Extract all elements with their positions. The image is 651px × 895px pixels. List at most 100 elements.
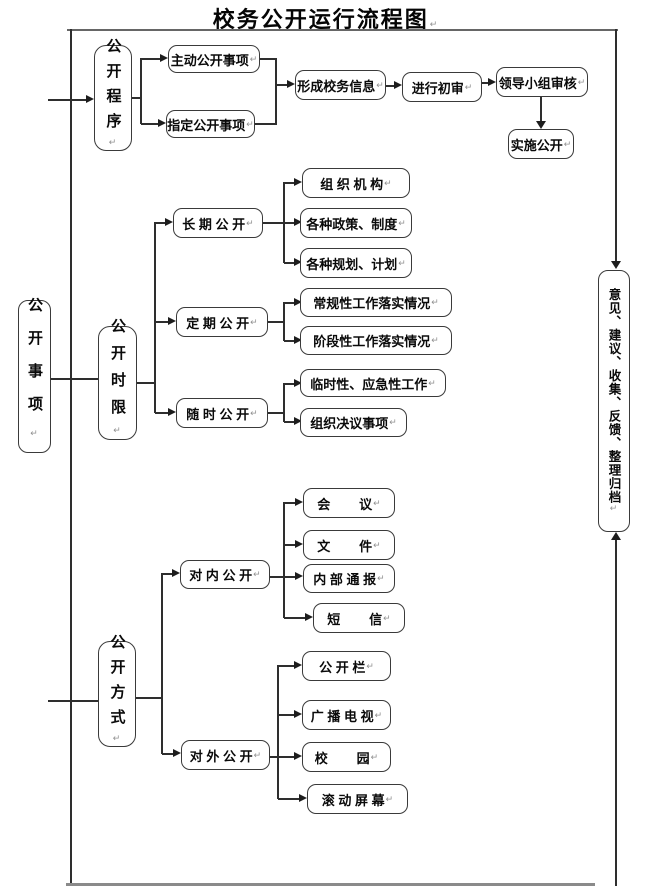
line-to-sms [284,617,305,619]
node-label: 长 期 公 开 [182,216,246,232]
line-procedure-branch-vertical [140,58,142,124]
return-mark: ↵ [374,709,383,720]
node-label: 意见、建议、收集、反馈、整理归档 [606,287,621,504]
node-label: 公开时限 [109,318,126,426]
node-initial-review: 进行初审↵ [402,72,482,102]
line-to-form-info [277,84,287,86]
return-mark: ↵ [431,297,439,307]
node-label: 定 期 公 开 [186,315,250,331]
line-external-branch-vertical [277,665,279,799]
return-mark: ↵ [389,417,397,427]
arrow-into-policies [294,218,302,226]
node-label: 各种政策、制度 [306,216,398,232]
node-label: 广 播 电 视 [310,708,374,724]
line-to-broadcast-tv [278,714,294,716]
return-mark: ↵ [113,426,123,448]
node-label: 领导小组审核 [498,75,577,91]
node-bulletin-board: 公 开 栏↵ [302,651,391,681]
node-long-term-disclosure: 长 期 公 开↵ [173,208,263,238]
node-label: 组织决议事项 [310,416,389,431]
return-mark: ↵ [385,793,394,804]
line-method-branch [136,697,162,699]
node-periodic-disclosure: 定 期 公 开↵ [176,307,268,337]
line-to-leading-group [482,82,488,84]
line-top-frame [67,29,618,31]
line-to-bulletin-board [278,665,294,667]
node-anytime-disclosure: 随 时 公 开↵ [176,398,268,428]
line-anytime-branch-vertical [283,383,285,422]
arrow-into-scrolling-screen [299,794,307,802]
node-disclosure-matters: 公开事项↵ [18,296,51,457]
return-mark: ↵ [108,138,119,158]
node-label: 组 织 机 构 [320,176,384,192]
line-external-branch [270,756,294,758]
return-mark: ↵ [428,377,436,388]
arrow-into-longterm [165,218,173,226]
arrow-into-procedure [86,95,94,103]
line-merge-bottom [255,123,277,125]
diagram-title-text: 校务公开运行流程图 [212,7,429,32]
line-to-longterm [155,222,165,224]
arrow-into-org-structure [294,178,302,186]
arrow-into-meeting [295,498,303,506]
line-longterm-branch [263,222,284,224]
node-label: 进行初审 [411,80,464,96]
node-label: 短 信 [327,611,383,627]
node-org-resolutions: 组织决议事项↵ [300,408,407,437]
line-to-active-items [141,58,160,60]
line-to-plans [284,262,294,264]
line-periodic-branch-vertical [283,302,285,341]
arrow-into-initial-review [394,81,402,89]
return-mark: ↵ [253,569,261,579]
arrow-into-external [173,749,181,757]
line-to-routine-work [284,302,294,304]
node-external-disclosure: 对 外 公 开↵ [181,740,270,770]
node-label: 临时性、应急性工作 [310,376,428,392]
line-to-phase-work [284,340,294,342]
line-to-periodic [155,321,168,323]
node-broadcast-tv: 广 播 电 视↵ [302,700,391,730]
node-scrolling-screen: 滚 动 屏 幕↵ [307,784,408,814]
node-label: 形成校务信息 [297,78,376,94]
line-left-frame [70,29,72,885]
arrow-into-temporary-work [294,379,302,387]
node-label: 会 议 [317,496,373,512]
arrow-into-internal-bulletin [295,572,303,580]
arrow-into-phase-work [294,336,302,344]
arrow-into-designated-items [158,119,166,127]
node-active-disclosure-items: 主动公开事项↵ [168,45,260,73]
arrow-into-sms [305,613,313,621]
node-label: 主动公开事项 [170,52,249,68]
arrow-into-broadcast-tv [294,710,302,718]
node-label: 公 开 栏 [319,659,366,675]
node-disclosure-procedure: 公开程序↵ [94,38,132,158]
node-plans-programs: 各种规划、计划↵ [300,248,412,278]
return-mark: ↵ [376,79,384,90]
arrow-into-feedback-bottom [611,532,621,540]
line-to-scrolling-screen [278,798,299,800]
return-mark: ↵ [384,177,392,188]
line-matters-to-timelimit [51,378,98,380]
return-mark: ↵ [250,407,258,418]
arrow-into-form-info [287,80,295,88]
arrow-into-implement [536,121,546,129]
arrow-into-leading-group [488,78,496,86]
node-label: 对 内 公 开 [189,568,253,583]
return-mark: ↵ [249,53,258,64]
line-to-external [162,753,173,755]
line-merge-top [260,58,277,60]
line-to-meeting [284,502,295,504]
node-designated-disclosure-items: 指定公开事项↵ [166,110,255,138]
line-timelimit-branch-vertical [154,222,156,413]
arrow-into-routine-work [294,298,302,306]
return-mark: ↵ [30,428,40,457]
line-bottom-frame [66,883,595,886]
return-mark: ↵ [563,138,572,149]
line-to-designated-items [141,123,158,125]
return-mark: ↵ [250,316,258,327]
node-leading-group-review: 领导小组审核↵ [496,67,588,97]
return-mark: ↵ [398,257,406,268]
node-label: 公开事项 [26,296,43,429]
node-sms: 短 信↵ [313,603,405,633]
